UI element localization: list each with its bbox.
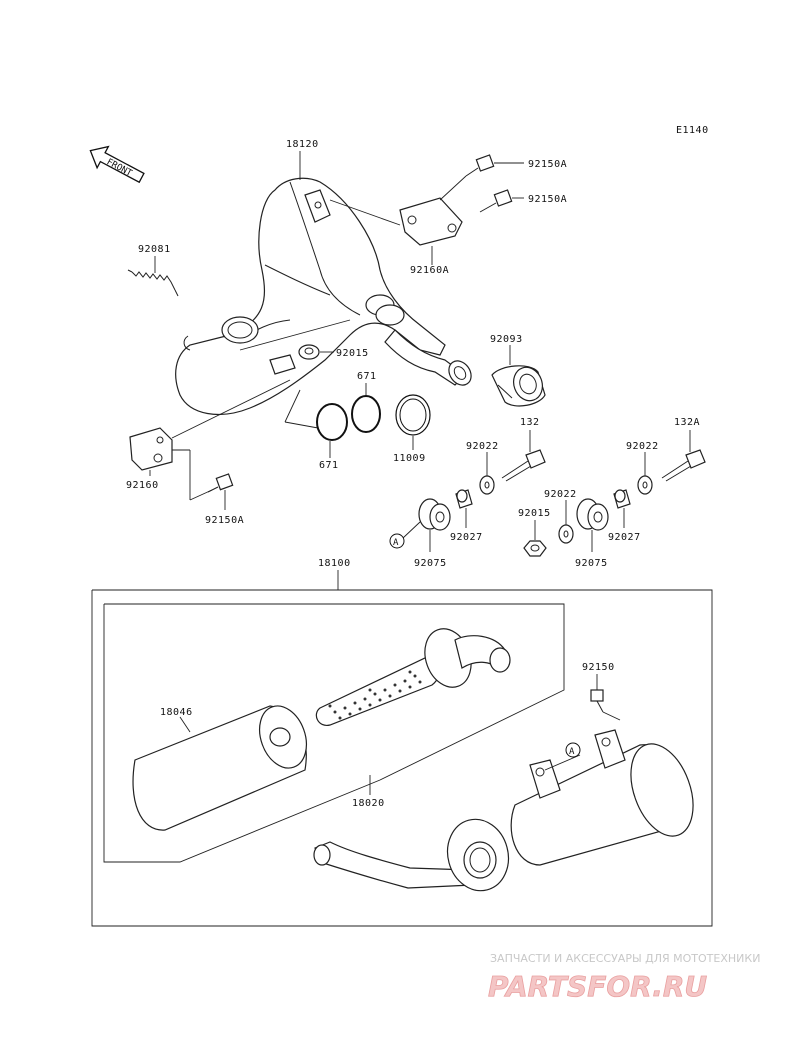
bolt-92150a-lower <box>479 189 524 213</box>
label-92150a-3: 92150A <box>205 515 244 526</box>
washer-92022-c <box>637 452 653 495</box>
label-92015-b: 92015 <box>518 508 551 519</box>
bracket-92160 <box>129 379 291 501</box>
label-132a: 132A <box>674 417 700 428</box>
grommet-92015-upper <box>298 344 334 360</box>
label-92075-b: 92075 <box>575 558 608 569</box>
sleeve-92093 <box>491 345 546 407</box>
perforated-core-pipe <box>315 628 511 726</box>
bolt-92150a-left <box>207 473 234 510</box>
watermark-brand: PARTSFOR.RU <box>488 970 707 1003</box>
collar-92027-b <box>613 489 631 528</box>
diagram-code: E1140 <box>676 125 709 136</box>
silencer-outer-shell <box>510 729 694 866</box>
washer-92022-a <box>479 452 495 495</box>
collar-92027-a <box>455 489 473 528</box>
label-92160: 92160 <box>126 480 159 491</box>
exhaust-chamber-18120 <box>175 177 472 415</box>
bolt-92150a-upper <box>439 154 524 201</box>
label-18100: 18100 <box>318 558 351 569</box>
label-671-a: 671 <box>319 460 339 471</box>
label-92015-a: 92015 <box>336 348 369 359</box>
ref-a-label-1: A <box>393 538 399 548</box>
label-92150a-1: 92150A <box>528 159 567 170</box>
label-92022-b: 92022 <box>544 489 577 500</box>
assembly-outline-18100 <box>91 589 713 927</box>
bolt-132 <box>501 430 546 482</box>
label-92022-c: 92022 <box>626 441 659 452</box>
label-18020: 18020 <box>352 798 385 809</box>
label-92150: 92150 <box>582 662 615 673</box>
ref-a-label-2: A <box>569 747 575 757</box>
label-92081: 92081 <box>138 244 171 255</box>
label-92160a: 92160A <box>410 265 449 276</box>
o-ring-671-left <box>316 403 348 441</box>
spring-92081 <box>127 256 179 297</box>
ref-circle-a-lower: A <box>565 742 581 758</box>
bolt-92150 <box>590 674 621 721</box>
label-132: 132 <box>520 417 540 428</box>
inlet-pipe-flange <box>313 818 510 892</box>
label-92093: 92093 <box>490 334 523 345</box>
label-18120: 18120 <box>286 139 319 150</box>
grommet-92075-b <box>576 498 609 552</box>
grommet-92075-a <box>402 498 451 552</box>
washer-92022-b <box>558 500 574 544</box>
label-18046: 18046 <box>160 707 193 718</box>
label-92075-a: 92075 <box>414 558 447 569</box>
nut-92015-lower <box>523 520 547 557</box>
label-671-b: 671 <box>357 371 377 382</box>
silencer-body-18046 <box>132 705 307 831</box>
label-11009: 11009 <box>393 453 426 464</box>
label-92027-a: 92027 <box>450 532 483 543</box>
gasket-11009 <box>395 394 431 450</box>
label-92027-b: 92027 <box>608 532 641 543</box>
subassembly-outline <box>103 603 565 863</box>
bolt-132a <box>661 430 706 482</box>
label-92150a-2: 92150A <box>528 194 567 205</box>
bracket-92160a <box>329 197 463 265</box>
o-ring-671-right <box>351 383 381 433</box>
label-92022-a: 92022 <box>466 441 499 452</box>
front-arrow-icon: FRONT <box>89 145 145 184</box>
ref-circle-a-upper: A <box>389 533 405 549</box>
watermark-tagline: ЗАПЧАСТИ И АКСЕССУАРЫ ДЛЯ МОТОТЕХНИКИ <box>490 952 760 965</box>
